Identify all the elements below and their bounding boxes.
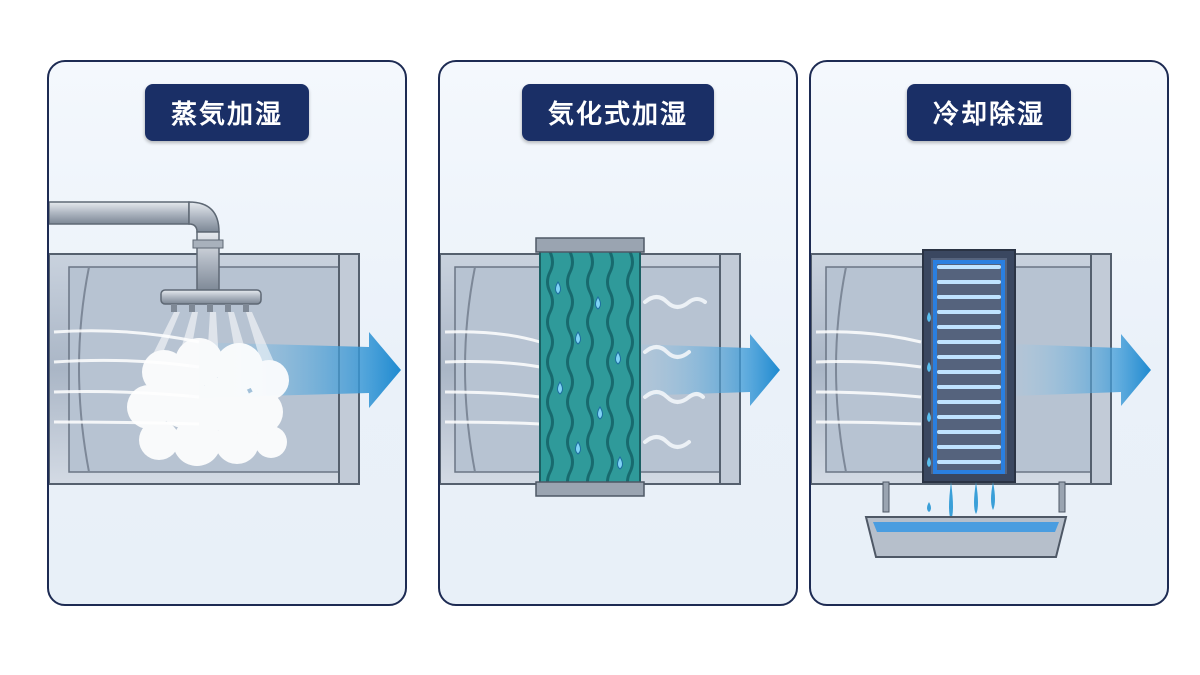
vapor-wisps xyxy=(643,295,707,449)
panel-title: 蒸気加湿 xyxy=(144,84,310,141)
airflow-lines xyxy=(815,330,922,426)
drain-pan-icon xyxy=(864,481,1068,558)
airflow-arrow-icon xyxy=(1011,334,1151,406)
cooling-dehumidifier-illustration xyxy=(811,249,1151,558)
steam-humidifier-illustration xyxy=(49,201,401,485)
condensate-drips xyxy=(927,482,995,520)
panel-cooling-dehumidification: 冷却除湿 xyxy=(809,60,1169,606)
panel-title: 気化式加湿 xyxy=(521,84,715,141)
steam-pipe-icon xyxy=(49,201,262,312)
cooling-coil-icon xyxy=(922,249,1016,483)
airflow-lines xyxy=(444,330,541,426)
panel-evaporative-humidification: 気化式加湿 xyxy=(438,60,798,606)
evaporative-media-icon xyxy=(535,237,645,497)
panel-steam-humidification: 蒸気加湿 xyxy=(47,60,407,606)
panel-title: 冷却除湿 xyxy=(906,84,1072,141)
evaporative-humidifier-illustration xyxy=(440,237,780,497)
steam-cloud xyxy=(127,312,289,466)
